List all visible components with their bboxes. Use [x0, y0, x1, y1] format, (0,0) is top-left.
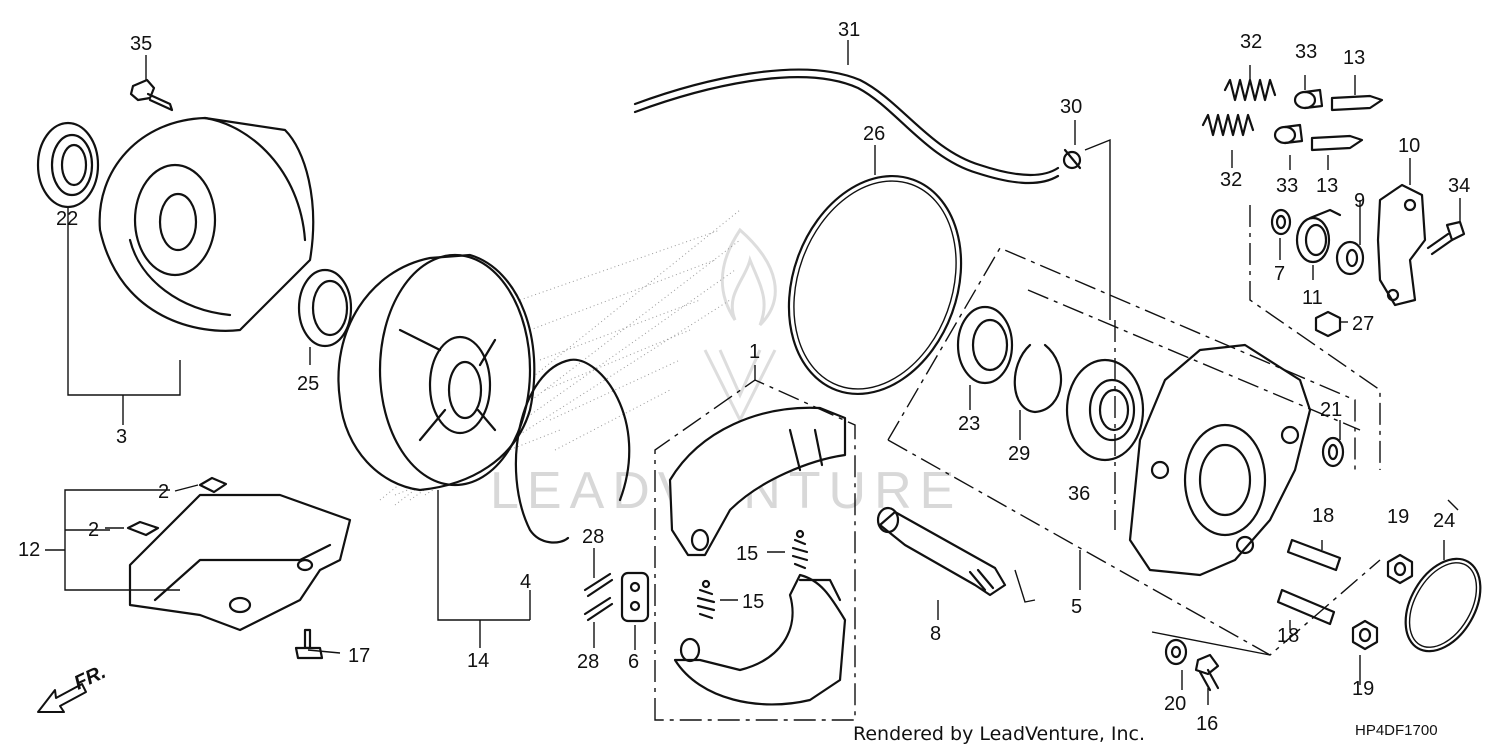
callout-12[interactable]: 12: [18, 539, 40, 561]
part-28-cotter-pin-upper[interactable]: [583, 572, 614, 598]
part-20-washer[interactable]: [1164, 638, 1188, 666]
callout-6[interactable]: 6: [628, 651, 639, 673]
front-indicator: FR.: [37, 661, 109, 713]
callout-34[interactable]: 34: [1448, 175, 1470, 197]
part-33-collar-lower[interactable]: [1273, 123, 1304, 145]
part-28-cotter-pin-lower[interactable]: [583, 596, 614, 622]
callout-26[interactable]: 26: [863, 123, 885, 145]
callout-10[interactable]: 10: [1398, 135, 1420, 157]
callout-35[interactable]: 35: [130, 33, 152, 55]
part-10-lever-arm[interactable]: [1376, 183, 1427, 307]
front-arrow-icon: [37, 683, 87, 713]
callout-23[interactable]: 23: [958, 413, 980, 435]
part-19-nut-upper[interactable]: [1386, 553, 1414, 585]
part-22-oil-seal[interactable]: [36, 121, 100, 209]
part-5-gear-case[interactable]: [1128, 343, 1312, 577]
callout-24[interactable]: 24: [1433, 510, 1455, 532]
part-27-nut[interactable]: [1314, 310, 1342, 338]
callout-16[interactable]: 16: [1196, 713, 1218, 735]
callout-labels: 35 22 3 25 2 2 12 17 14 4 28 28 6 15 15 …: [18, 19, 1470, 735]
part-13-pin-lower[interactable]: [1310, 134, 1364, 152]
callout-15-lower[interactable]: 15: [742, 591, 764, 613]
part-15-spring-lower[interactable]: [696, 579, 716, 620]
callout-3[interactable]: 3: [116, 426, 127, 448]
callout-13-lower[interactable]: 13: [1316, 175, 1338, 197]
part-36-bearing[interactable]: [1065, 358, 1145, 462]
callout-36[interactable]: 36: [1068, 483, 1090, 505]
part-1-brake-shoe-upper[interactable]: [668, 406, 847, 557]
callout-18-upper[interactable]: 18: [1312, 505, 1334, 527]
callout-2-upper[interactable]: 2: [158, 481, 169, 503]
callout-25[interactable]: 25: [297, 373, 319, 395]
part-11-torsion-spring[interactable]: [1295, 208, 1342, 264]
part-24-o-ring[interactable]: [1390, 546, 1495, 665]
part-2-pad-lower[interactable]: [126, 520, 160, 537]
part-16-bolt[interactable]: [1194, 653, 1220, 692]
part-32-spring-lower[interactable]: [1201, 113, 1255, 137]
callout-11[interactable]: 11: [1302, 287, 1323, 309]
callout-2-lower[interactable]: 2: [88, 519, 99, 541]
callout-22[interactable]: 22: [56, 208, 78, 230]
part-12-skid-plate[interactable]: [128, 493, 352, 632]
part-15-spring-upper[interactable]: [791, 529, 809, 570]
part-31-breather-tube[interactable]: [633, 68, 1060, 185]
part-17-bolt[interactable]: [294, 628, 324, 660]
part-13-pin-upper[interactable]: [1330, 94, 1384, 112]
part-1-brake-shoe-lower[interactable]: [673, 573, 847, 706]
callout-19-lower[interactable]: 19: [1352, 678, 1374, 700]
callout-14[interactable]: 14: [467, 650, 489, 672]
part-34-bolt[interactable]: [1426, 220, 1466, 256]
part-3-brake-drum-cover[interactable]: [98, 116, 315, 332]
part-6-plate[interactable]: [620, 571, 650, 623]
part-8-shaft[interactable]: [876, 506, 1007, 597]
part-25-seal[interactable]: [297, 268, 353, 348]
part-23-bearing[interactable]: [956, 305, 1014, 385]
callout-5[interactable]: 5: [1071, 596, 1082, 618]
callout-28-upper[interactable]: 28: [582, 526, 604, 548]
part-4-snap-ring[interactable]: [514, 358, 631, 544]
callout-18-lower[interactable]: 18: [1277, 625, 1299, 647]
callout-8[interactable]: 8: [930, 623, 941, 645]
part-19-nut-lower[interactable]: [1351, 619, 1379, 651]
part-18-stud-upper[interactable]: [1286, 538, 1342, 572]
callout-20[interactable]: 20: [1164, 693, 1186, 715]
callout-13-upper[interactable]: 13: [1343, 47, 1365, 69]
part-18-stud-lower[interactable]: [1276, 588, 1336, 626]
part-33-collar-upper[interactable]: [1293, 88, 1324, 110]
part-2-pad-upper[interactable]: [198, 476, 228, 494]
callout-29[interactable]: 29: [1008, 443, 1030, 465]
callout-32-lower[interactable]: 32: [1220, 169, 1242, 191]
watermark-flame-icon: [703, 227, 777, 424]
part-29-circlip[interactable]: [1013, 343, 1063, 414]
callout-1[interactable]: 1: [749, 341, 760, 363]
callout-9[interactable]: 9: [1354, 190, 1365, 212]
callout-15-upper[interactable]: 15: [736, 543, 758, 565]
diagram-code: HP4DF1700: [1355, 722, 1438, 739]
callout-28-lower[interactable]: 28: [577, 651, 599, 673]
callout-7[interactable]: 7: [1274, 263, 1285, 285]
part-32-spring-upper[interactable]: [1223, 78, 1277, 102]
callout-17[interactable]: 17: [348, 645, 370, 667]
callout-27[interactable]: 27: [1352, 313, 1374, 335]
callout-33-lower[interactable]: 33: [1276, 175, 1298, 197]
callout-19-upper[interactable]: 19: [1387, 506, 1409, 528]
leader-lines: [45, 40, 1461, 705]
part-14-brake-drum[interactable]: [337, 253, 536, 492]
rendered-by-text: Rendered by LeadVenture, Inc.: [853, 723, 1145, 745]
part-35-bolt[interactable]: [129, 78, 174, 112]
callout-4[interactable]: 4: [520, 571, 531, 593]
callout-31[interactable]: 31: [838, 19, 860, 41]
callout-33-upper[interactable]: 33: [1295, 41, 1317, 63]
callout-30[interactable]: 30: [1060, 96, 1082, 118]
callout-21[interactable]: 21: [1320, 399, 1342, 421]
part-30-clip[interactable]: [1062, 148, 1082, 170]
part-21-washer[interactable]: [1321, 436, 1345, 468]
part-7-washer[interactable]: [1270, 208, 1292, 236]
callout-32-upper[interactable]: 32: [1240, 31, 1262, 53]
part-26-o-ring[interactable]: [760, 152, 991, 419]
part-9-collar[interactable]: [1335, 240, 1365, 276]
